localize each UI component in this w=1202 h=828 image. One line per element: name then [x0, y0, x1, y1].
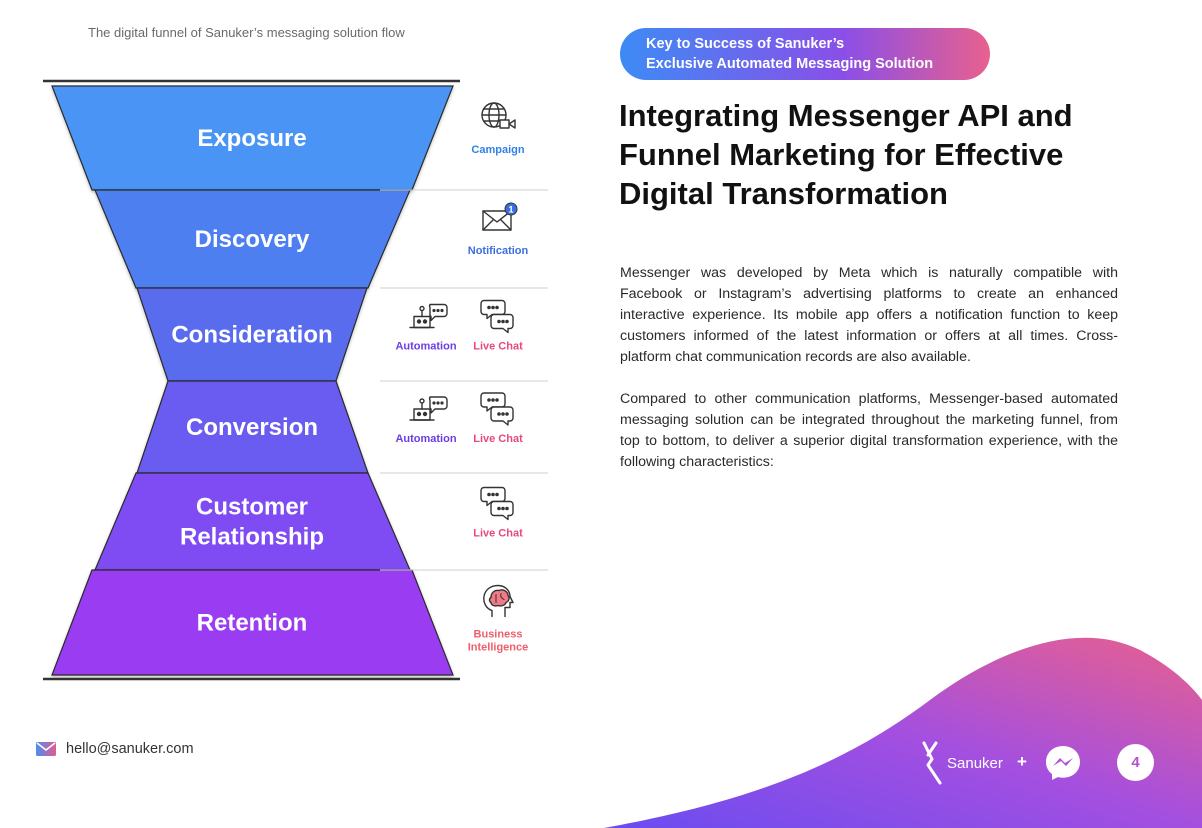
funnel-stage: Conversion: [136, 380, 369, 474]
feature-chat-bubbles: Live Chat: [473, 486, 523, 540]
body-paragraph-2: Compared to other communication platform…: [620, 391, 1118, 470]
feature-robot: Automation: [395, 303, 457, 353]
funnel-stage-shape: [94, 189, 411, 289]
contact-email: hello@sanuker.com: [66, 741, 194, 757]
feature-robot: Automation: [395, 396, 457, 445]
feature-label: Live Chat: [473, 341, 523, 353]
marketing-funnel-diagram: ExposureDiscoveryConsiderationConversion…: [43, 79, 548, 681]
section-pill-line-2: Exclusive Automated Messaging Solution: [646, 56, 934, 72]
funnel-caption: The digital funnel of Sanuker’s messagin…: [88, 25, 405, 40]
robot-icon: [409, 303, 448, 329]
feature-label: Automation: [395, 433, 456, 445]
feature-label: Live Chat: [473, 433, 523, 445]
section-pill-line-1: Key to Success of Sanuker’s: [646, 36, 845, 52]
funnel-stage: Retention: [51, 569, 454, 676]
chat-bubbles-icon: [480, 486, 514, 521]
feature-label: Campaign: [471, 144, 524, 156]
feature-globe-camera: Campaign: [471, 102, 525, 156]
section-pill: Key to Success of Sanuker’s Exclusive Au…: [620, 28, 990, 80]
funnel-stage-shape: [51, 569, 454, 676]
funnel-stage-label: Consideration: [171, 322, 332, 349]
page-number: 4: [1117, 744, 1154, 781]
funnel-stage-shape: [94, 472, 411, 571]
feature-chat-bubbles: Live Chat: [473, 392, 523, 445]
robot-icon: [409, 396, 448, 421]
funnel-stage-label: Customer: [196, 494, 308, 521]
sanuker-logo: Sanuker: [920, 741, 1003, 785]
feature-label: Notification: [468, 245, 529, 257]
feature-label: Intelligence: [468, 642, 529, 654]
envelope-notification-icon: 1: [482, 202, 518, 231]
envelope-icon: [36, 742, 56, 756]
funnel-stage-label: Exposure: [197, 125, 306, 152]
funnel-stage-label: Conversion: [186, 414, 318, 441]
globe-camera-icon: [481, 102, 516, 129]
sanuker-s-icon: [922, 741, 942, 785]
brain-head-icon: [483, 584, 514, 618]
contact-email-link[interactable]: hello@sanuker.com: [36, 741, 194, 757]
feature-label: Automation: [395, 341, 456, 353]
notification-badge: 1: [508, 205, 513, 215]
brand-name: Sanuker: [947, 754, 1003, 772]
feature-chat-bubbles: Live Chat: [473, 299, 523, 353]
funnel-stage-label: Discovery: [195, 226, 310, 253]
funnel-stage-label: Relationship: [180, 524, 324, 551]
body-paragraph-1: Messenger was developed by Meta which is…: [620, 265, 1118, 365]
headline-line-2: Funnel Marketing for Effective: [619, 137, 1064, 172]
page-headline: Integrating Messenger API and Funnel Mar…: [619, 96, 1159, 213]
funnel-stage: Exposure: [51, 85, 454, 191]
funnel-stage-label: Retention: [197, 610, 308, 637]
chat-bubbles-icon: [480, 392, 514, 426]
feature-label: Live Chat: [473, 528, 523, 540]
chat-bubbles-icon: [480, 299, 514, 334]
messenger-icon: [1046, 746, 1080, 780]
funnel-stage: Discovery: [94, 189, 411, 289]
plus-sign: +: [1017, 752, 1027, 771]
feature-label: Business: [474, 629, 523, 641]
funnel-stage: Consideration: [136, 287, 368, 382]
headline-line-3: Digital Transformation: [619, 176, 948, 211]
headline-line-1: Integrating Messenger API and: [619, 98, 1073, 133]
